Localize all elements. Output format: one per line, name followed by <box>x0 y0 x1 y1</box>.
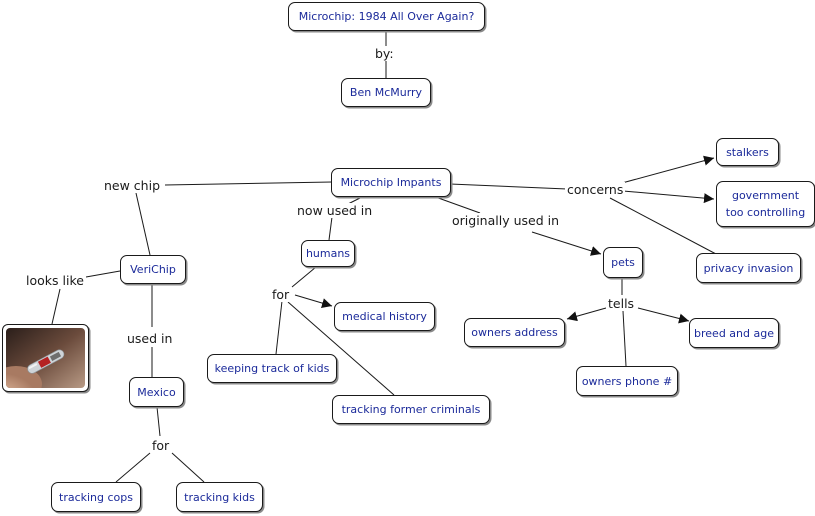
concept-medical-history[interactable]: medical history <box>334 302 435 331</box>
concept-author[interactable]: Ben McMurry <box>341 78 431 107</box>
link-line <box>135 192 151 256</box>
concept-mexico[interactable]: Mexico <box>129 377 184 407</box>
link-line <box>51 288 61 325</box>
link-label-for-mexico: for <box>150 438 172 453</box>
link-line <box>164 181 333 186</box>
link-line <box>609 197 717 255</box>
link-label-tells: tells <box>606 296 637 311</box>
concept-humans[interactable]: humans <box>301 240 355 267</box>
link-line <box>566 307 607 322</box>
link-line <box>429 194 481 214</box>
link-line <box>449 183 568 190</box>
link-label-for-humans: for <box>270 287 292 302</box>
link-line <box>275 300 283 355</box>
link-line <box>115 452 151 483</box>
concept-tracking-kids[interactable]: tracking kids <box>176 482 263 512</box>
concept-pets[interactable]: pets <box>603 247 643 278</box>
microchip-photo-icon <box>6 328 85 388</box>
link-line <box>294 294 333 308</box>
link-line <box>637 307 690 324</box>
link-line <box>531 231 602 256</box>
concept-owners-address[interactable]: owners address <box>464 318 565 347</box>
verichip-photo[interactable] <box>2 324 89 392</box>
link-label-originally-used-in: originally used in <box>450 213 561 228</box>
link-line <box>291 266 317 288</box>
link-label-now-used-in: now used in <box>295 203 375 218</box>
concept-privacy-invasion[interactable]: privacy invasion <box>696 253 801 283</box>
concept-verichip[interactable]: VeriChip <box>120 255 186 284</box>
concept-stalkers[interactable]: stalkers <box>716 138 779 166</box>
link-line <box>328 216 333 241</box>
concept-breed-and-age[interactable]: breed and age <box>689 318 779 348</box>
concept-title[interactable]: Microchip: 1984 All Over Again? <box>288 2 485 31</box>
concept-keeping-track-of-kids[interactable]: keeping track of kids <box>207 354 337 383</box>
concept-government-too-controlling[interactable]: government too controlling <box>716 181 815 227</box>
concept-owners-phone[interactable]: owners phone # <box>576 366 678 396</box>
link-line <box>171 452 205 483</box>
concept-tracking-former-criminals[interactable]: tracking former criminals <box>332 395 490 424</box>
link-line <box>622 190 715 204</box>
link-line <box>85 270 121 278</box>
link-label-concerns: concerns <box>565 182 626 197</box>
concept-microchip-implants[interactable]: Microchip Impants <box>331 168 451 197</box>
link-label-new-chip: new chip <box>102 178 163 193</box>
link-line <box>287 301 395 396</box>
link-label-looks-like: looks like <box>24 273 86 288</box>
link-label-used-in: used in <box>125 331 175 346</box>
link-label-by: by: <box>373 46 396 61</box>
link-line <box>156 406 161 437</box>
concept-tracking-cops[interactable]: tracking cops <box>51 482 141 512</box>
link-line <box>622 310 627 367</box>
link-line <box>621 155 715 184</box>
